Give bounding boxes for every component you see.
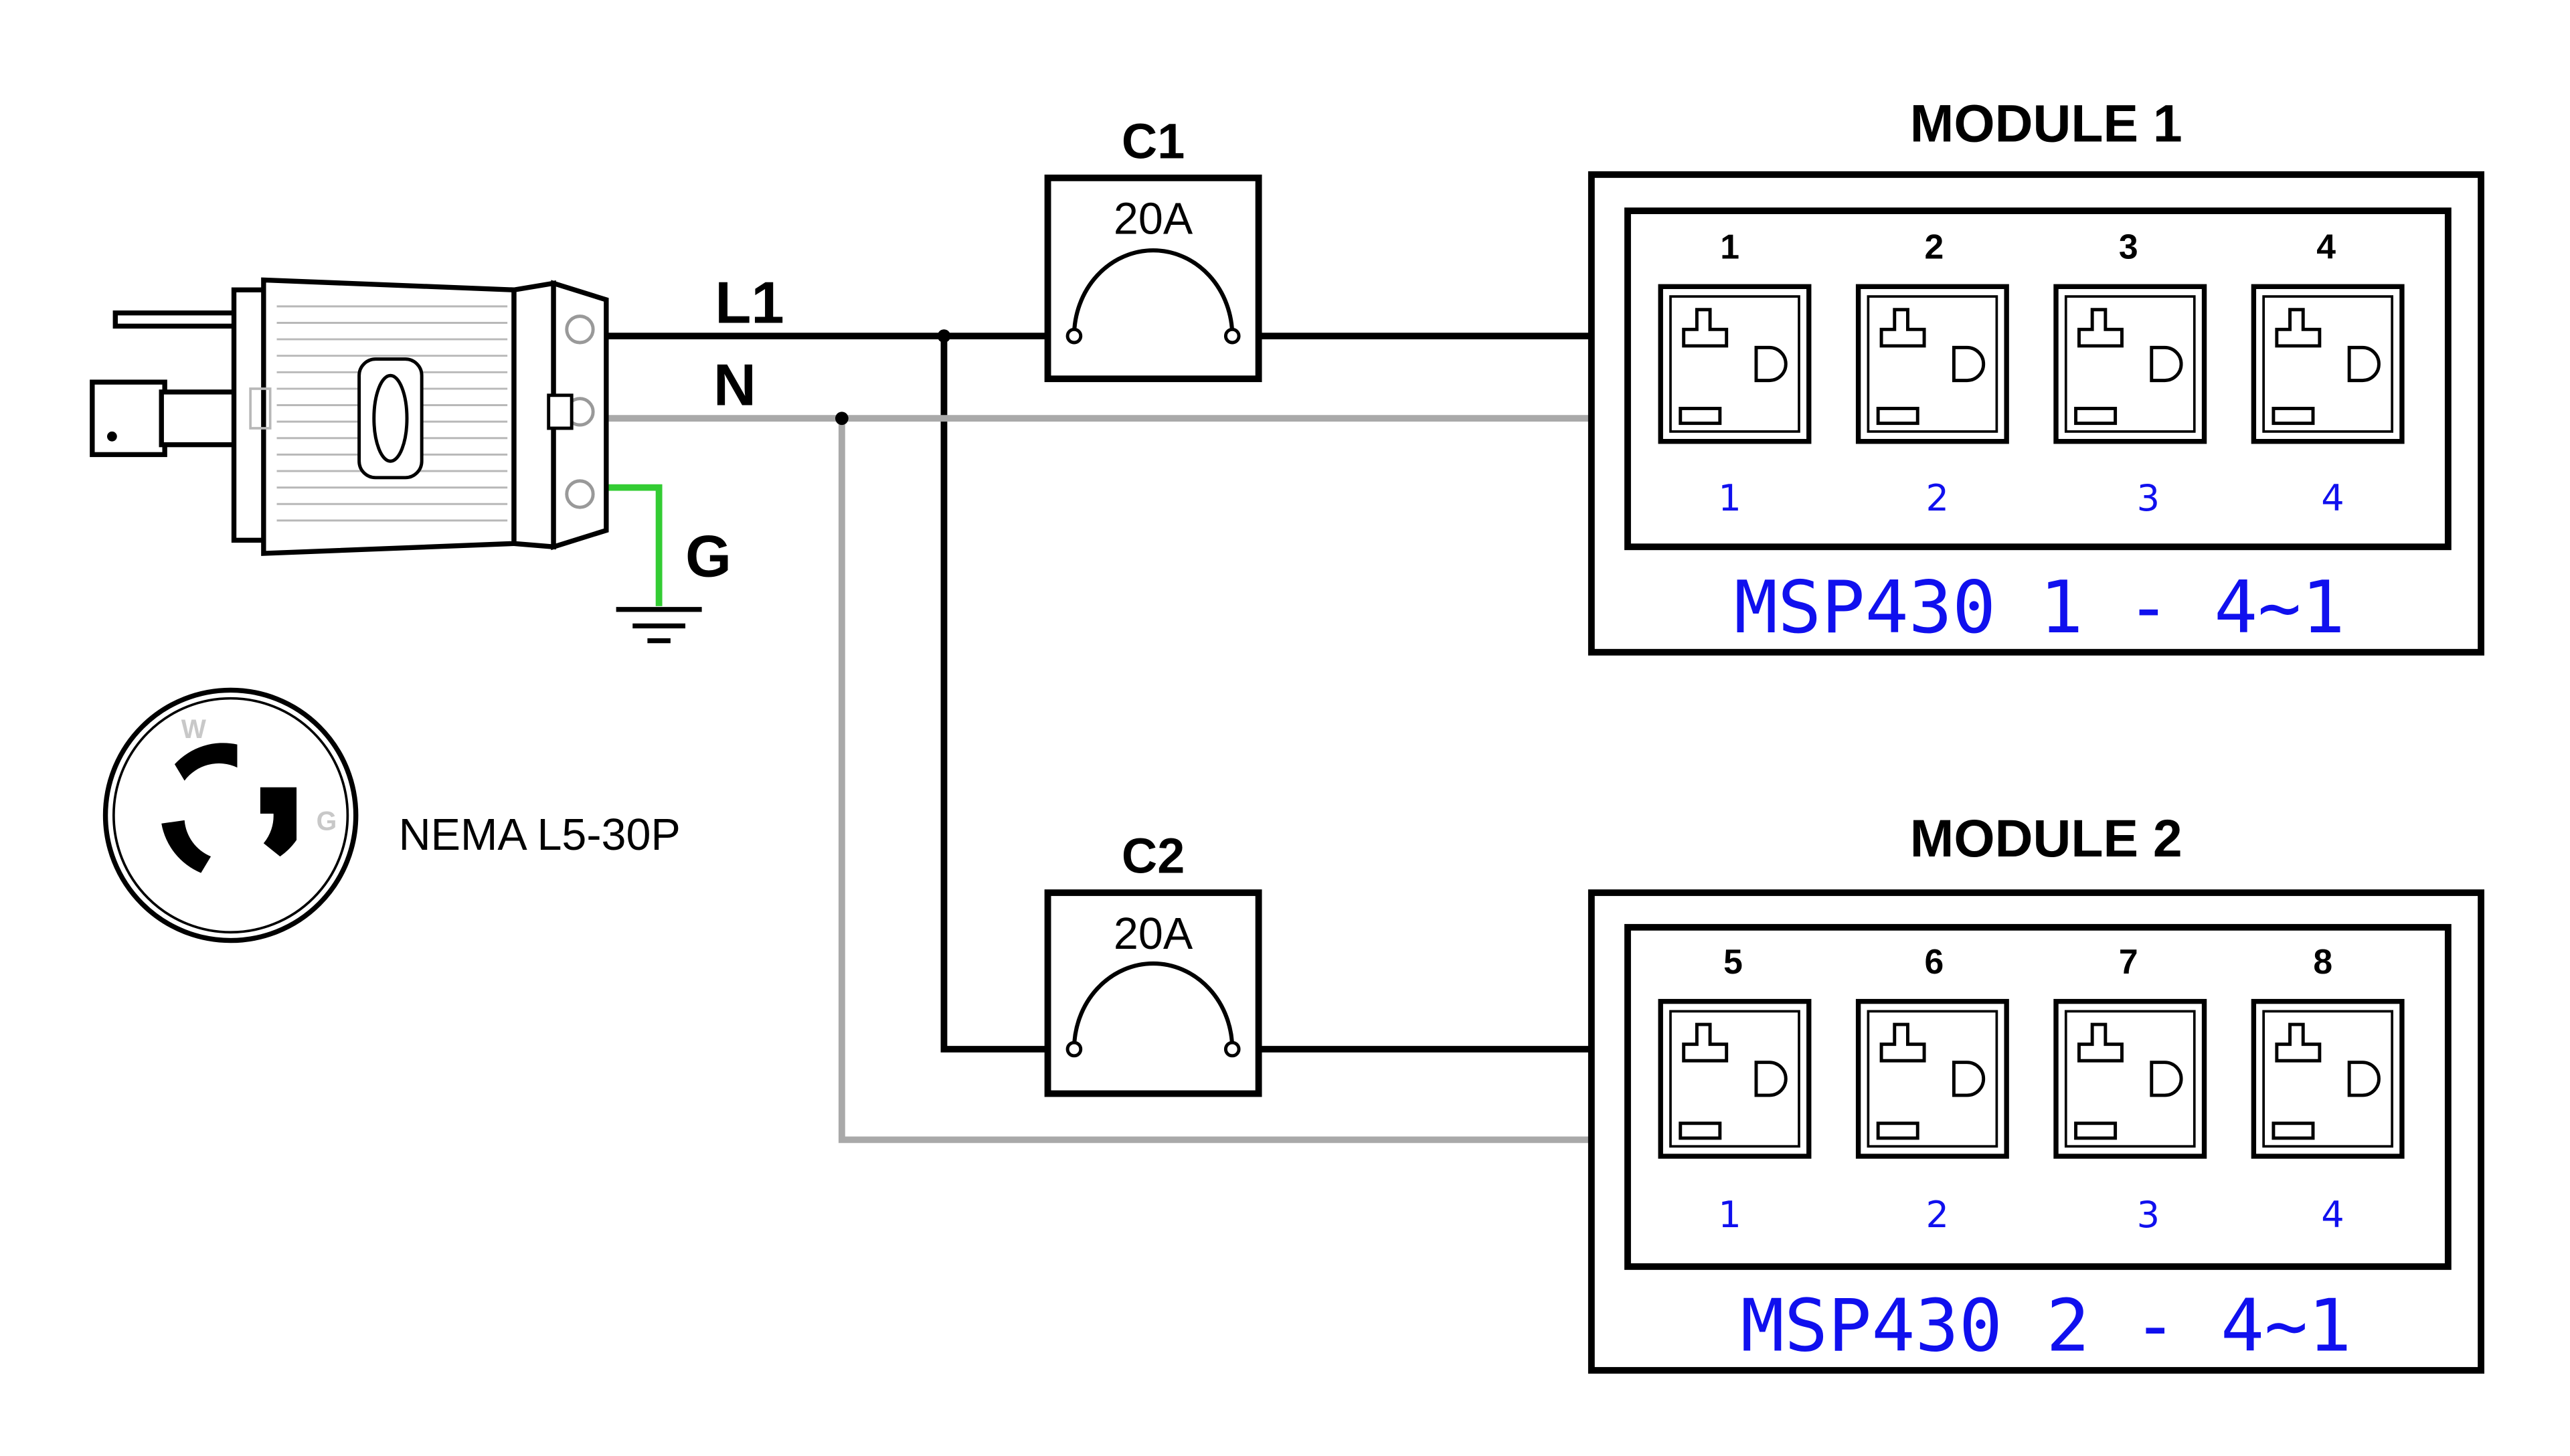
ground-wire bbox=[606, 484, 663, 606]
outlet-number: 1 bbox=[1720, 227, 1739, 266]
outlet-channel-number: 3 bbox=[2137, 1194, 2160, 1236]
outlet-channel-number: 4 bbox=[2321, 477, 2344, 519]
outlet-channel-number: 4 bbox=[2321, 1194, 2344, 1236]
module-1-inner-numbers: 1 2 3 4 bbox=[1718, 477, 2344, 519]
neutral-junction-dot bbox=[835, 412, 849, 426]
wires bbox=[606, 329, 1592, 1144]
module-2-inner-numbers: 1 2 3 4 bbox=[1718, 1194, 2344, 1236]
outlet-channel-number: 1 bbox=[1718, 477, 1741, 519]
module-1-title: MODULE 1 bbox=[1910, 94, 2182, 153]
receptacle-outlet-icon bbox=[1855, 998, 2009, 1159]
outlet-number: 2 bbox=[1924, 227, 1944, 266]
l1-junction-dot bbox=[937, 329, 951, 343]
outlet-number: 6 bbox=[1924, 942, 1944, 981]
breaker-c2-name: C2 bbox=[1122, 828, 1185, 884]
plug-face-icon bbox=[102, 687, 359, 943]
breaker-c1-rating: 20A bbox=[1114, 195, 1193, 244]
module-2-outlet-numbers: 5 6 7 8 bbox=[1723, 942, 2332, 981]
outlet-number: 7 bbox=[2119, 942, 2138, 981]
l1-label: L1 bbox=[715, 269, 784, 335]
module-2-outlets bbox=[1658, 998, 2405, 1159]
module-1-outlet-numbers: 1 2 3 4 bbox=[1720, 227, 2336, 266]
breaker-c1 bbox=[1044, 174, 1262, 383]
receptacle-outlet-icon bbox=[1658, 284, 1812, 444]
plug-face-letter-w: W bbox=[181, 715, 207, 744]
module-2-title: MODULE 2 bbox=[1910, 809, 2182, 868]
receptacle-outlet-icon bbox=[2053, 998, 2207, 1159]
twist-lock-plug-icon bbox=[90, 277, 609, 556]
outlet-number: 8 bbox=[2313, 942, 2332, 981]
breaker-c1-name: C1 bbox=[1122, 113, 1185, 169]
outlet-channel-number: 3 bbox=[2137, 477, 2160, 519]
module-1-outlets bbox=[1658, 284, 2405, 444]
l1-branch-to-c2 bbox=[940, 336, 1055, 1053]
plug-face-letter-g: G bbox=[317, 807, 337, 836]
module-2-footer: MSP430 2 - 4~1 bbox=[1741, 1283, 2352, 1368]
plug-type-label: NEMA L5-30P bbox=[399, 810, 681, 860]
receptacle-outlet-icon bbox=[2251, 284, 2405, 444]
outlet-number: 4 bbox=[2316, 227, 2336, 266]
neutral-label: N bbox=[713, 352, 756, 418]
breaker-c2-rating: 20A bbox=[1114, 909, 1193, 959]
outlet-number: 5 bbox=[1723, 942, 1743, 981]
neutral-wire-module2 bbox=[838, 418, 1592, 1144]
outlet-channel-number: 2 bbox=[1926, 477, 1949, 519]
outlet-number: 3 bbox=[2119, 227, 2138, 266]
receptacle-outlet-icon bbox=[2251, 998, 2405, 1159]
outlet-channel-number: 2 bbox=[1926, 1194, 1949, 1236]
receptacle-outlet-icon bbox=[1658, 998, 1812, 1159]
receptacle-outlet-icon bbox=[1855, 284, 2009, 444]
receptacle-outlet-icon bbox=[2053, 284, 2207, 444]
ground-symbol-icon bbox=[616, 607, 702, 644]
ground-label: G bbox=[685, 523, 732, 589]
breaker-c2 bbox=[1044, 889, 1262, 1097]
outlet-channel-number: 1 bbox=[1718, 1194, 1741, 1236]
module-1-footer: MSP430 1 - 4~1 bbox=[1734, 565, 2345, 650]
